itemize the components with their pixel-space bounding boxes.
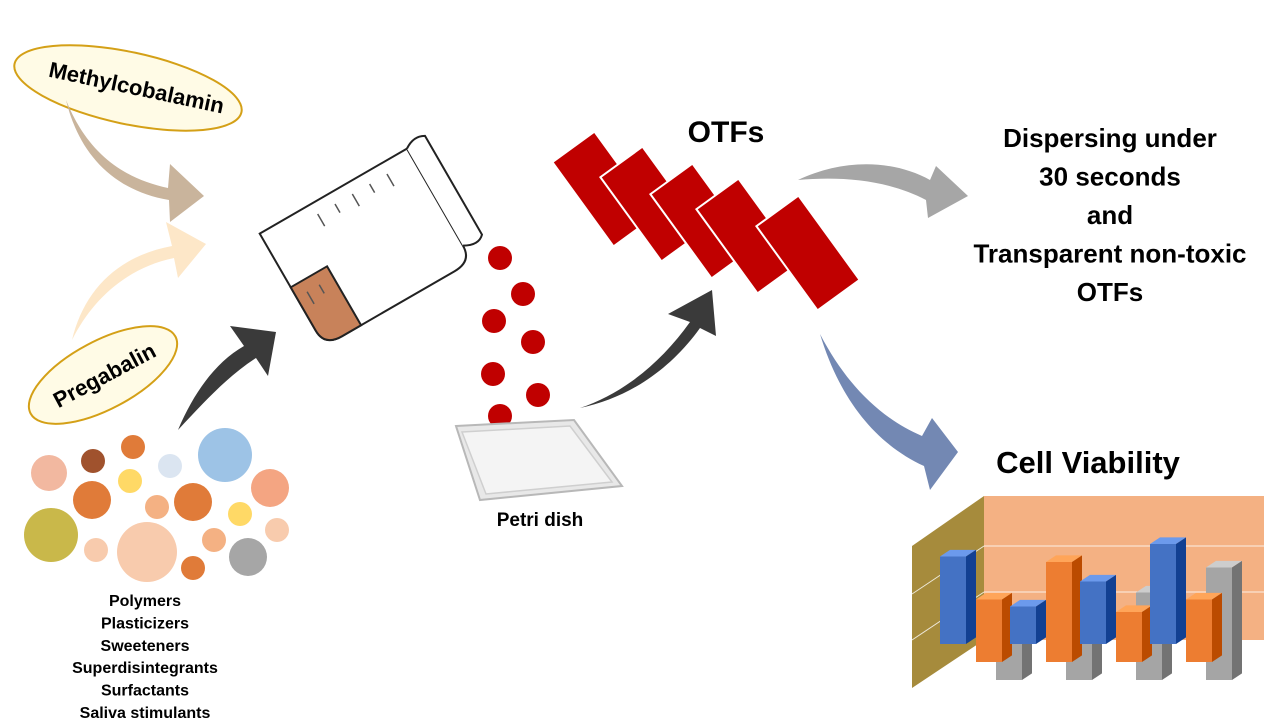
drop [488, 246, 512, 270]
dark-arrow-to-otfs [580, 290, 716, 408]
film-strip [755, 194, 861, 312]
bar-top [1080, 574, 1116, 582]
bar [940, 556, 966, 644]
bar-side [1176, 537, 1186, 644]
drop [526, 383, 550, 407]
bar-side [1142, 605, 1152, 662]
bubble [158, 454, 182, 478]
bubble [84, 538, 108, 562]
excipient-item: Plasticizers [101, 615, 189, 632]
excipient-item: Surfactants [101, 683, 189, 700]
grey-arrow [798, 164, 968, 218]
pregabalin-oval: Pregabalin [27, 325, 179, 425]
outcome-line: Dispersing under [1003, 123, 1217, 153]
outcome-line: and [1087, 200, 1133, 230]
bubble [73, 481, 111, 519]
bubble [181, 556, 205, 580]
dark-arrow-to-beaker [178, 326, 276, 430]
bubble [118, 469, 142, 493]
oral-thin-films [551, 130, 861, 312]
bubble [229, 538, 267, 576]
excipient-bubbles [24, 428, 289, 582]
bar-side [966, 549, 976, 644]
bubble [198, 428, 252, 482]
bar-side [1072, 555, 1082, 662]
excipient-item: Sweeteners [101, 638, 190, 655]
otfs-label: OTFs [688, 116, 765, 149]
bar [1080, 581, 1106, 644]
tan-arrow [66, 100, 204, 222]
bubble [145, 495, 169, 519]
excipient-item: Polymers [109, 593, 181, 610]
excipient-item: Superdisintegrants [72, 660, 218, 677]
outcome-line: 30 seconds [1039, 162, 1181, 192]
bar [1116, 612, 1142, 662]
petri-dish: Petri dish [454, 418, 624, 531]
bar-top [1010, 599, 1046, 607]
bubble [265, 518, 289, 542]
bubble [24, 508, 78, 562]
bubble [121, 435, 145, 459]
bar-side [1232, 560, 1242, 680]
bubble [251, 469, 289, 507]
bubble [174, 483, 212, 521]
bar [976, 599, 1002, 662]
methylcobalamin-oval: Methylcobalamin [13, 44, 243, 132]
red-drops [481, 246, 550, 428]
outcome-text: Dispersing under 30 seconds andTransparent… [973, 123, 1246, 307]
bar [1186, 599, 1212, 662]
beaker-liquid [289, 264, 363, 342]
bar-top [1116, 605, 1152, 612]
bar-top [1206, 560, 1242, 568]
bubble [31, 455, 67, 491]
cream-arrow [72, 222, 206, 340]
cell-viability-chart [911, 496, 1264, 688]
bar-side [1106, 574, 1116, 644]
outcome-line: OTFs [1077, 277, 1143, 307]
bar [1046, 562, 1072, 662]
outcome-line: Transparent non-toxic [973, 239, 1246, 269]
drop [521, 330, 545, 354]
bubble [228, 502, 252, 526]
bar-side [1036, 599, 1046, 644]
bar-side [1022, 635, 1032, 680]
bar-top [976, 592, 1012, 600]
bar-top [1186, 592, 1222, 600]
cell-viability-label: Cell Viability [996, 445, 1181, 480]
excipient-item: Saliva stimulants [80, 705, 211, 720]
drop [482, 309, 506, 333]
beaker [258, 134, 484, 342]
blue-arrow [820, 334, 958, 490]
drop [481, 362, 505, 386]
excipient-list: PolymersPlasticizersSweetenersSuperdisin… [72, 593, 218, 720]
bar [1150, 544, 1176, 644]
drop [488, 404, 512, 428]
bar-side [1002, 592, 1012, 662]
bar-top [1150, 537, 1186, 544]
bar [1010, 606, 1036, 644]
drop [511, 282, 535, 306]
bar-top [940, 549, 976, 557]
bar-side [1092, 635, 1102, 680]
bubble [117, 522, 177, 582]
bar-top [1046, 555, 1082, 562]
bubble [202, 528, 226, 552]
bubble [81, 449, 105, 473]
bar-side [1212, 592, 1222, 662]
petri-dish-label: Petri dish [497, 510, 584, 531]
